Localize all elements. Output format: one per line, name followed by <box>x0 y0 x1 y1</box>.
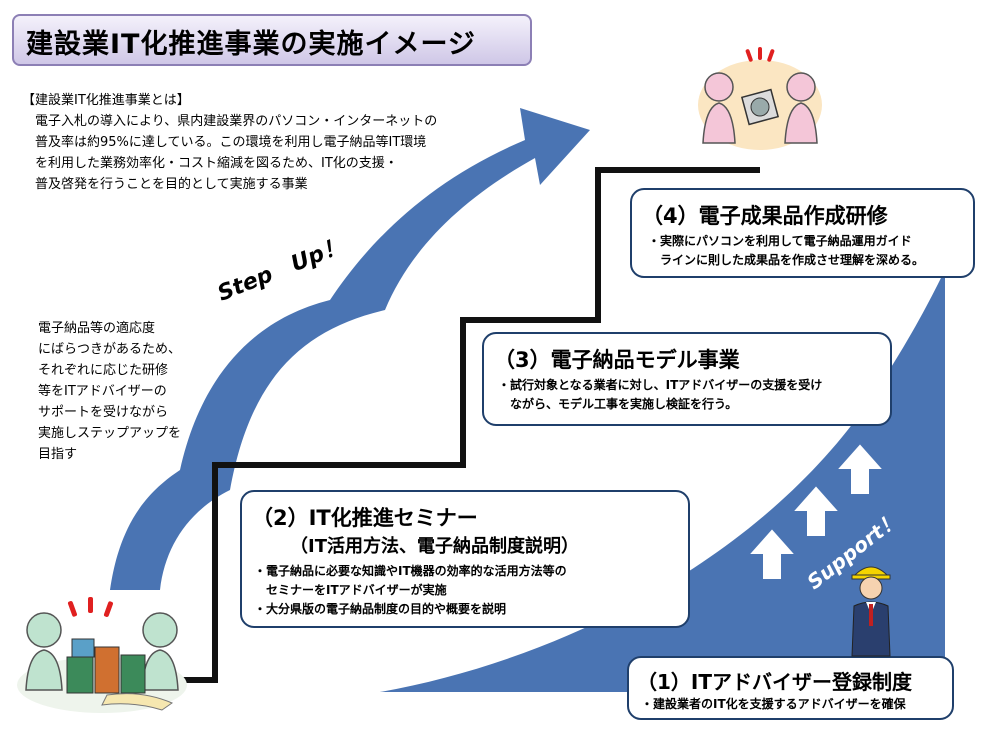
up-arrow-icon <box>745 441 887 581</box>
page-title: 建設業IT化推進事業の実施イメージ <box>26 29 476 60</box>
step-2-title: （2）IT化推進セミナー <box>252 506 478 530</box>
intro-line: 【建設業IT化推進事業とは】 <box>22 93 190 108</box>
step-4-bullet: ラインに則した成果品を作成させ理解を深める。 <box>648 253 925 267</box>
step-4-bullet: ・実際にパソコンを利用して電子納品運用ガイド <box>648 234 912 248</box>
step-1-box: （1）ITアドバイザー登録制度 ・建設業者のIT化を支援するアドバイザーを確保 <box>627 656 954 720</box>
step-1-title: （1）ITアドバイザー登録制度 <box>637 670 912 694</box>
step-4-box: （4）電子成果品作成研修 ・実際にパソコンを利用して電子納品運用ガイド ラインに… <box>630 188 975 278</box>
step-2-bullet: ・電子納品に必要な知識やIT機器の効率的な活用方法等の <box>254 564 567 578</box>
step-2-bullet: ・大分県版の電子納品制度の目的や概要を説明 <box>254 602 507 616</box>
intro-line: 普及率は約95%に達している。この環境を利用し電子納品等IT環境 <box>22 135 427 150</box>
worried-people-icon <box>17 597 187 713</box>
intro-line: を利用した業務効率化・コスト縮減を図るため、IT化の支援・ <box>22 156 398 171</box>
side-note-line: 等をITアドバイザーの <box>38 384 167 399</box>
intro-line: 普及啓発を行うことを目的として実施する事業 <box>22 177 308 192</box>
side-note-line: にばらつきがあるため、 <box>38 342 182 357</box>
staircase-line <box>180 167 760 683</box>
advisor-icon <box>851 566 891 657</box>
step-2-box: （2）IT化推進セミナー （IT活用方法、電子納品制度説明） ・電子納品に必要な… <box>240 490 690 628</box>
step-3-box: （3）電子納品モデル事業 ・試行対象となる業者に対し、ITアドバイザーの支援を受… <box>482 332 892 426</box>
step-3-title: （3）電子納品モデル事業 <box>494 348 740 372</box>
side-note-line: 電子納品等の適応度 <box>38 321 156 336</box>
intro-line: 電子入札の導入により、県内建設業界のパソコン・インターネットの <box>22 114 438 129</box>
step-up-arrow <box>110 108 590 590</box>
support-wedge <box>380 270 945 692</box>
side-note-line: サポートを受けながら <box>38 405 169 420</box>
side-note: 電子納品等の適応度 にばらつきがあるため、 それぞれに応じた研修 等をITアドバ… <box>38 318 181 465</box>
title-banner <box>12 14 532 66</box>
happy-people-icon <box>698 47 822 150</box>
intro-text: 【建設業IT化推進事業とは】 電子入札の導入により、県内建設業界のパソコン・イン… <box>22 90 437 195</box>
side-note-line: 目指す <box>38 447 78 462</box>
step-3-bullet: ながら、モデル工事を実施し検証を行う。 <box>498 397 738 411</box>
step-1-bullet: ・建設業者のIT化を支援するアドバイザーを確保 <box>641 697 906 711</box>
step-4-title: （4）電子成果品作成研修 <box>642 204 888 228</box>
step-3-bullet: ・試行対象となる業者に対し、ITアドバイザーの支援を受け <box>498 378 823 392</box>
side-note-line: 実施しステップアップを <box>38 426 182 441</box>
side-note-line: それぞれに応じた研修 <box>38 363 169 378</box>
step-2-bullet: セミナーをITアドバイザーが実施 <box>254 583 447 597</box>
step-2-subtitle: （IT活用方法、電子納品制度説明） <box>290 536 579 557</box>
